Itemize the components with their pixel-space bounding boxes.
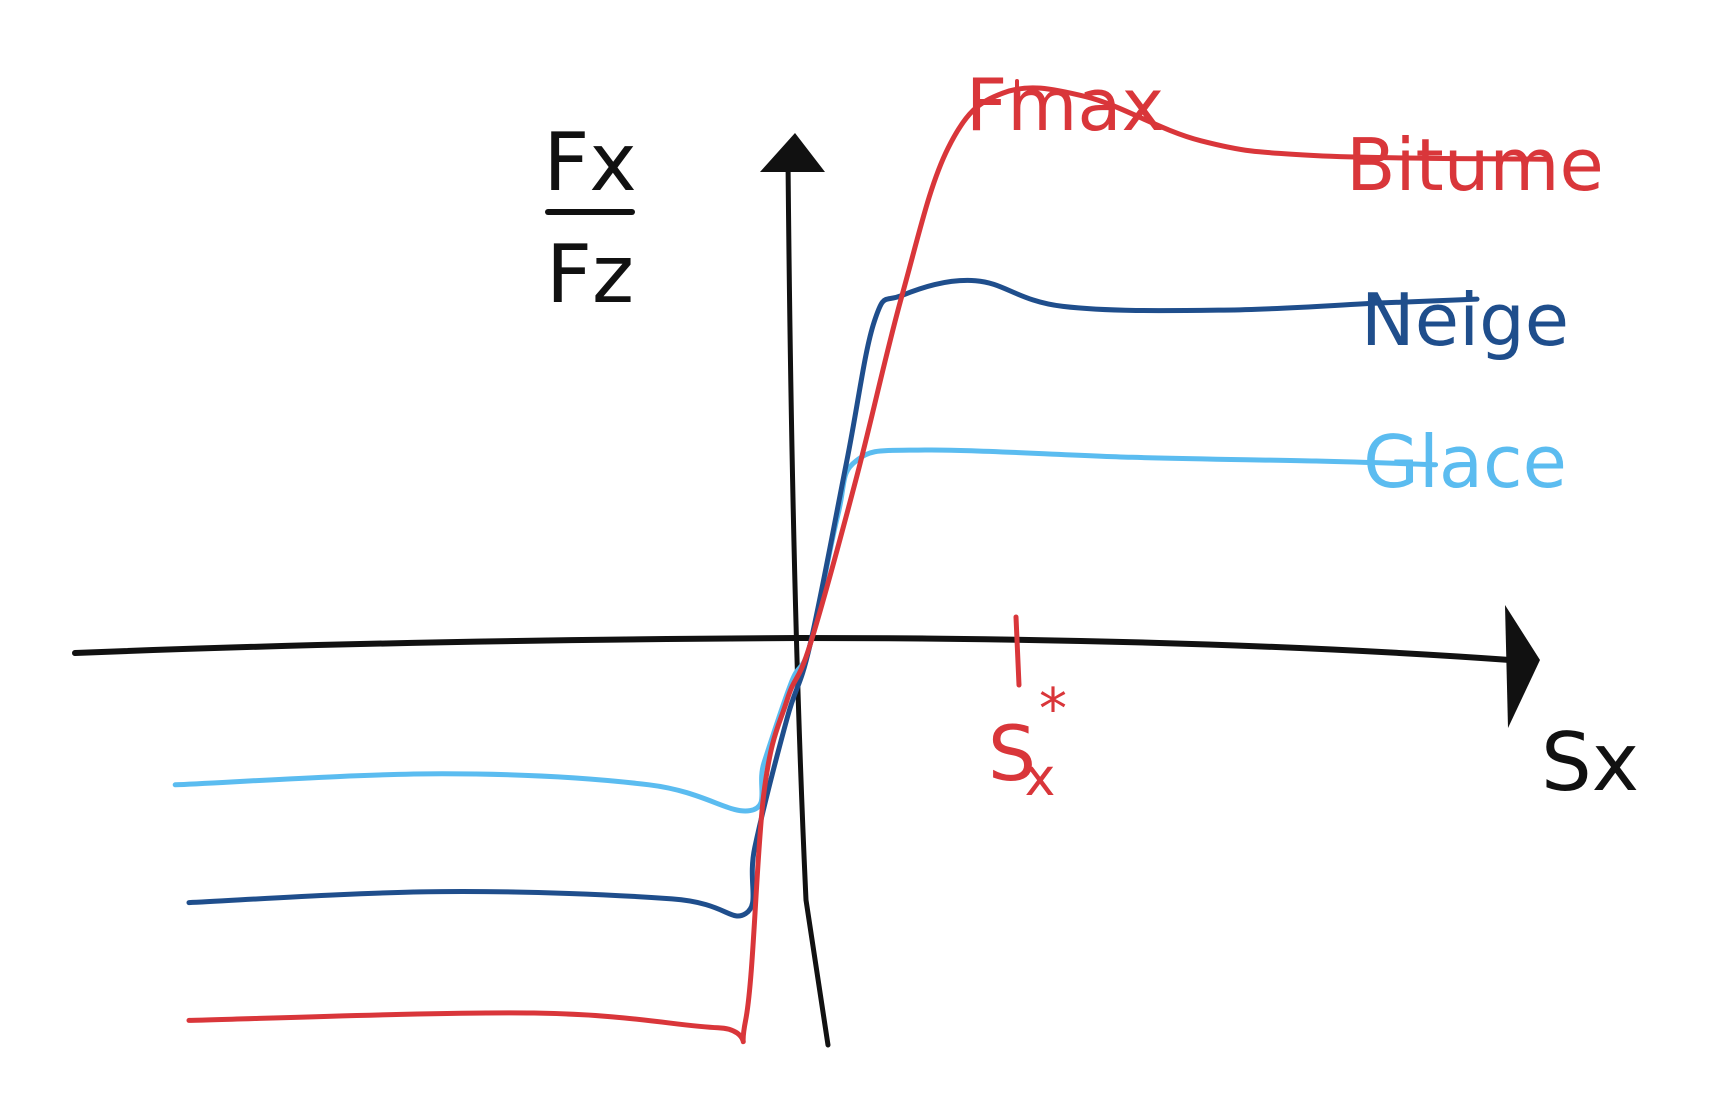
sx-star-tick	[1013, 614, 1022, 688]
y-label-numerator: Fx	[543, 116, 636, 209]
x-axis	[72, 634, 1513, 663]
curves	[172, 85, 1549, 1045]
y-label-denominator: Fz	[546, 228, 634, 321]
sx-star-sub: x	[1025, 748, 1056, 808]
fmax-label: Fmax	[966, 63, 1164, 147]
sx-star-label: S x *	[988, 677, 1067, 808]
x-axis-label: Sx	[1541, 716, 1639, 809]
x-axis-arrowhead	[1505, 605, 1540, 728]
y-axis	[785, 157, 831, 1048]
series-line-glace	[172, 447, 1439, 814]
series-label-glace: Glace	[1363, 420, 1567, 504]
y-axis-arrowhead	[760, 133, 825, 172]
series-line-neige	[186, 277, 1480, 919]
series-label-bitume: Bitume	[1346, 123, 1604, 207]
axes	[72, 133, 1540, 1048]
sx-star-sup: *	[1039, 677, 1067, 742]
y-axis-label: Fx Fz	[543, 116, 636, 321]
series-line-bitume	[186, 85, 1549, 1045]
sx-star-main: S	[988, 709, 1036, 798]
series-label-neige: Neige	[1361, 278, 1569, 362]
